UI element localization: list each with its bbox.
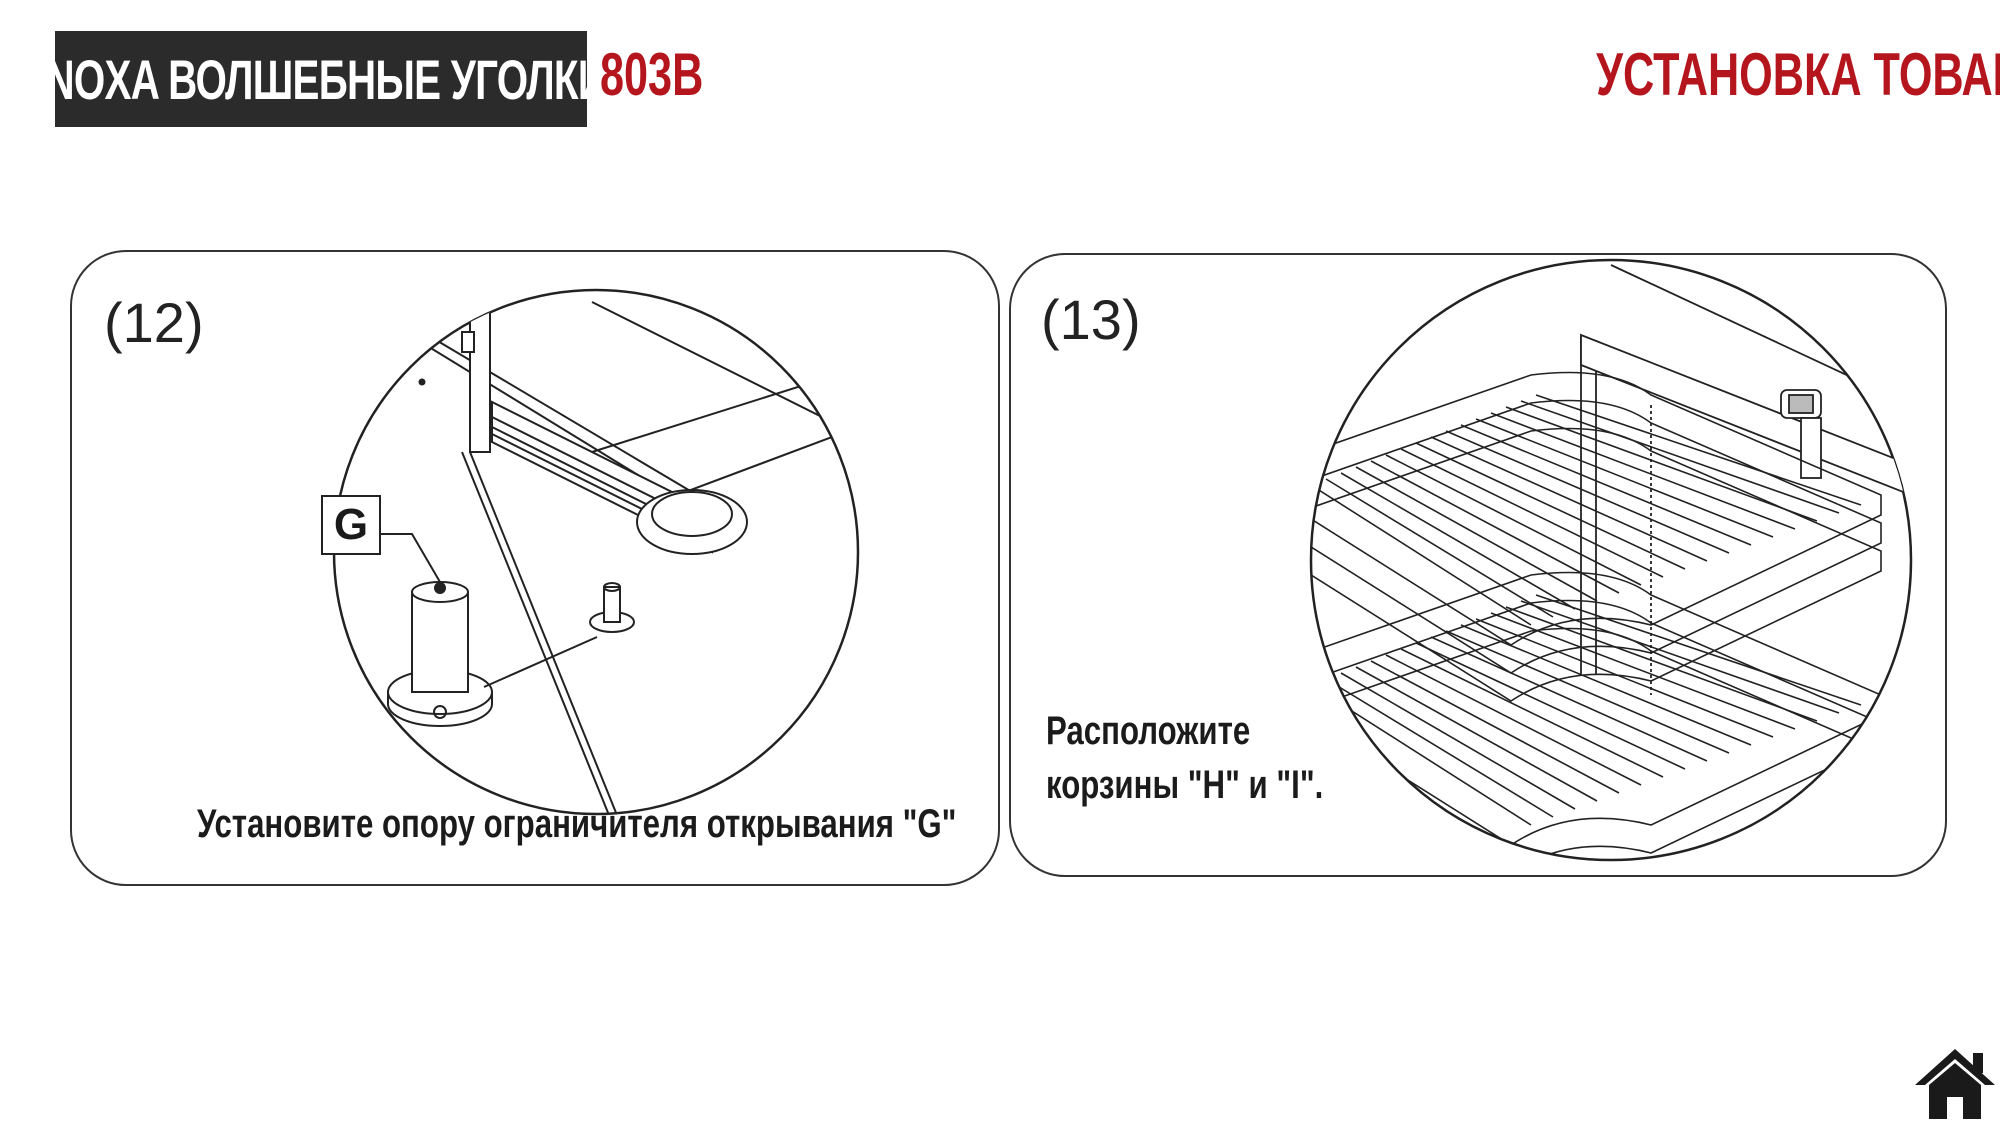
step-number: (12) bbox=[104, 291, 204, 354]
step-13-illustration bbox=[1309, 258, 1913, 862]
step-number: (13) bbox=[1041, 288, 1141, 351]
step-12-illustration bbox=[321, 288, 860, 816]
section-title: УСТАНОВКА ТОВАРА bbox=[1596, 41, 2000, 108]
model-number: 803B bbox=[600, 41, 704, 108]
step-13-caption-line1: Расположите bbox=[1046, 709, 1251, 753]
callout-label-g: G bbox=[333, 500, 369, 549]
step-13-panel: (13) Расположите корзины "H" и "I". bbox=[1009, 253, 1947, 877]
brand-title: INOXA ВОЛШЕБНЫЕ УГОЛКИ bbox=[35, 31, 607, 127]
home-icon[interactable] bbox=[1913, 1045, 1997, 1121]
step-13-caption-line2: корзины "H" и "I". bbox=[1046, 763, 1324, 807]
step-12-panel: (12) bbox=[70, 250, 1000, 886]
step-12-caption: Установите опору ограничителя открывания… bbox=[197, 802, 957, 846]
